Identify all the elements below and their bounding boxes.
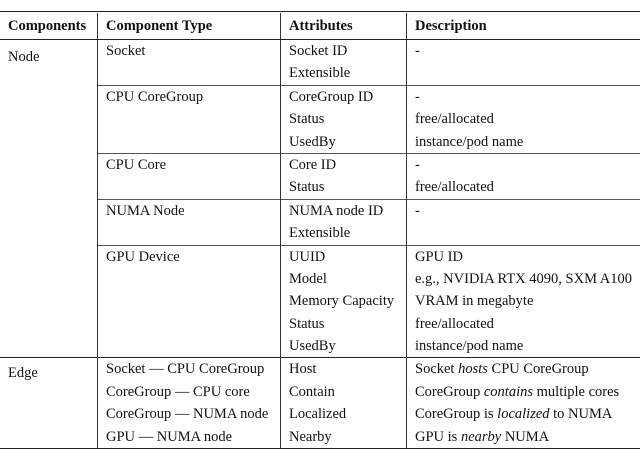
attribute: CoreGroup ID [289,86,406,108]
attribute: Extensible [289,222,406,244]
attribute: NUMA node ID [289,200,406,222]
attribute: Localized [289,403,406,425]
description: free/allocated [415,176,640,198]
description [415,62,640,84]
header-component-type: Component Type [98,13,281,40]
attribute: Status [289,313,406,335]
table-top-rule [0,11,640,12]
edge-type: CoreGroup — CPU core [106,381,280,403]
edge-type: Socket — CPU CoreGroup [106,358,280,380]
attribute: Contain [289,381,406,403]
description: - [415,200,640,222]
component-type: NUMA Node [98,199,281,245]
description: Socket hosts CPU CoreGroup [415,358,640,380]
description: GPU ID [415,246,640,268]
component-type: CPU CoreGroup [98,85,281,153]
attribute: Host [289,358,406,380]
header-components: Components [0,13,98,40]
component-type: CPU Core [98,153,281,199]
description: - [415,154,640,176]
description: instance/pod name [415,131,640,153]
description: instance/pod name [415,335,640,357]
component-type: GPU Device [98,245,281,358]
attribute: Status [289,176,406,198]
description: free/allocated [415,108,640,130]
components-table: Components Component Type Attributes Des… [0,13,640,449]
description: CoreGroup is localized to NUMA [415,403,640,425]
attribute: Extensible [289,62,406,84]
header-row: Components Component Type Attributes Des… [0,13,640,40]
attribute: UUID [289,246,406,268]
attribute: Status [289,108,406,130]
description: VRAM in megabyte [415,290,640,312]
description: - [415,86,640,108]
component-type: Socket [98,40,281,86]
attribute: UsedBy [289,335,406,357]
description: e.g., NVIDIA RTX 4090, SXM A100 [415,268,640,290]
description: CoreGroup contains multiple cores [415,381,640,403]
header-description: Description [407,13,640,40]
component-cell: Node [0,40,98,358]
attribute: UsedBy [289,131,406,153]
description: - [415,40,640,62]
attribute: Socket ID [289,40,406,62]
component-cell: Edge [0,358,98,449]
header-attributes: Attributes [281,13,407,40]
attribute: Memory Capacity [289,290,406,312]
description [415,222,640,244]
edge-type: CoreGroup — NUMA node [106,403,280,425]
attribute: Core ID [289,154,406,176]
description: free/allocated [415,313,640,335]
attribute: Model [289,268,406,290]
